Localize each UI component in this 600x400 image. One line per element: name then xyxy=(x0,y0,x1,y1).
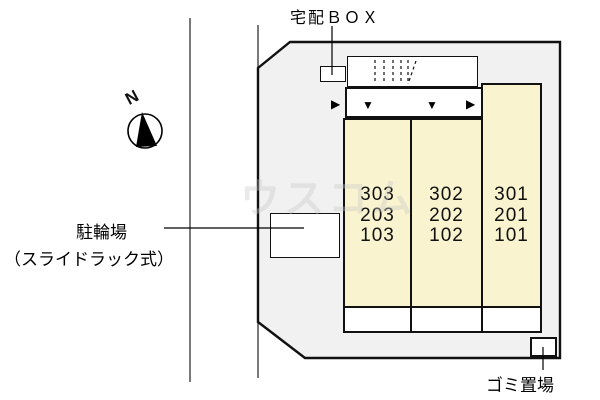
unit-numbers-col-3: 301 201 101 xyxy=(481,184,542,247)
room-column-301 xyxy=(481,83,542,308)
unit-number: 301 xyxy=(494,184,529,205)
unit-number: 303 xyxy=(360,184,395,205)
north-label: N xyxy=(122,86,142,109)
arrow-door-303-icon: ▼ xyxy=(362,98,374,112)
unit-number: 202 xyxy=(429,204,464,226)
balcony-301 xyxy=(481,306,542,333)
arrow-door-302-icon: ▼ xyxy=(426,98,438,112)
unit-number: 203 xyxy=(360,204,395,226)
compass-icon xyxy=(127,112,163,149)
bicycle-parking-label: 駐輪場 xyxy=(76,223,127,242)
garbage-box xyxy=(530,337,557,357)
delivery-box-label: 宅配ＢＯＸ xyxy=(290,10,381,27)
room-column-302 xyxy=(410,118,483,308)
unit-numbers-col-2: 302 202 102 xyxy=(410,184,483,247)
balcony-303 xyxy=(343,306,412,333)
bicycle-parking-sublabel: （スライドラック式） xyxy=(4,250,174,269)
arrow-entry-left-icon: ▶ xyxy=(331,97,341,111)
unit-number: 201 xyxy=(494,204,529,226)
balcony-302 xyxy=(410,306,483,333)
garbage-area-label: ゴミ置場 xyxy=(486,376,554,395)
unit-number: 302 xyxy=(429,184,464,205)
delivery-box xyxy=(320,66,346,82)
unit-number: 102 xyxy=(429,225,464,246)
unit-number: 101 xyxy=(494,225,529,246)
arrow-entry-right-icon: ▶ xyxy=(466,97,476,111)
corridor xyxy=(345,87,483,118)
staircase xyxy=(347,56,478,87)
watermark: ウスコム xyxy=(240,177,416,221)
unit-numbers-col-1: 303 203 103 xyxy=(343,184,412,247)
unit-number: 103 xyxy=(360,225,395,246)
